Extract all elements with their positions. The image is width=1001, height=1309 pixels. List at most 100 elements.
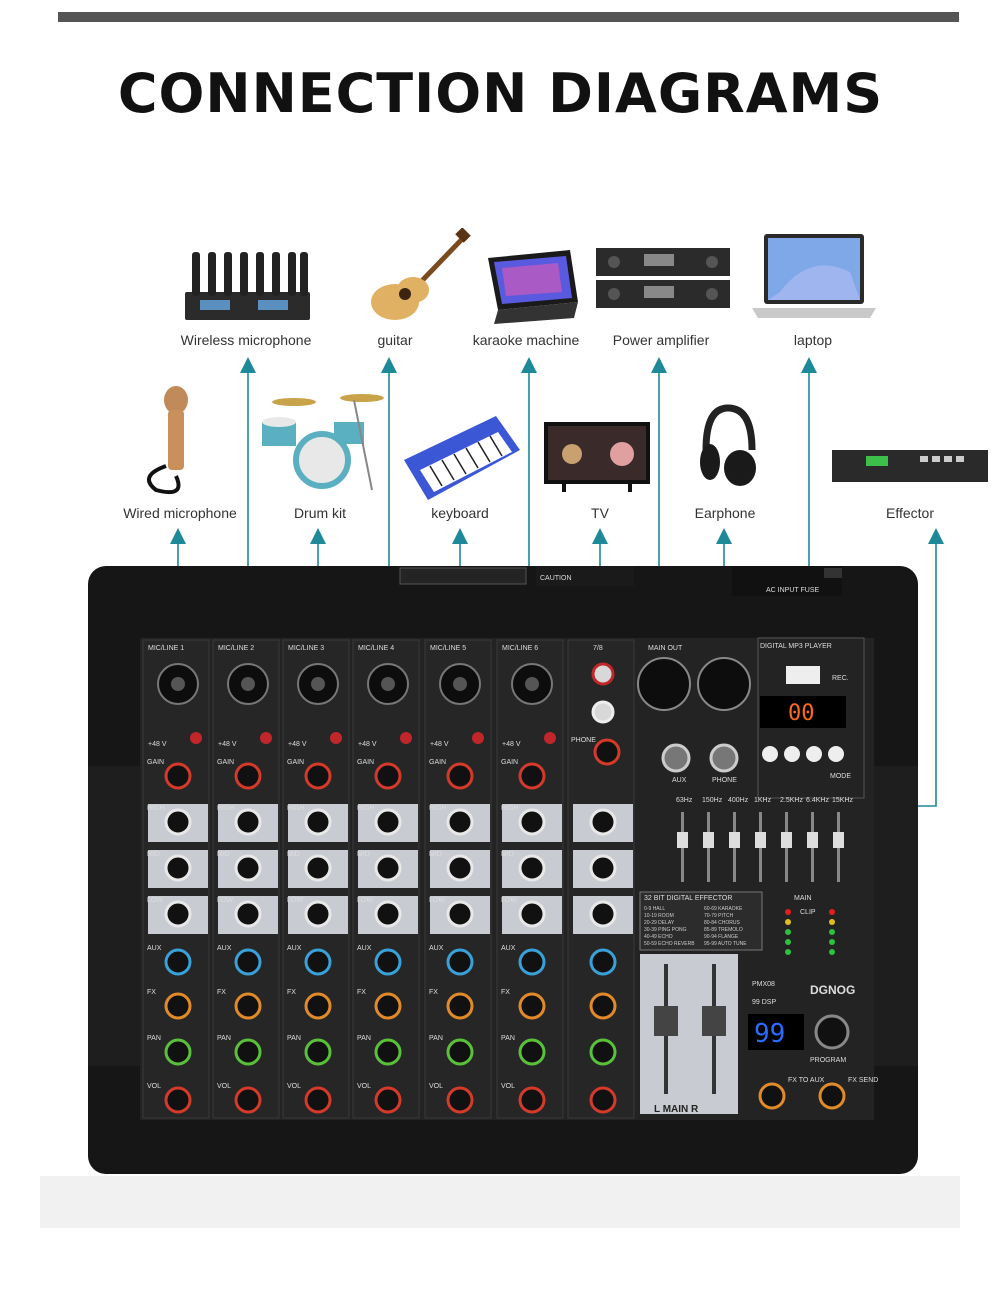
knob-low[interactable] xyxy=(166,902,190,926)
phantom-switch[interactable] xyxy=(260,732,272,744)
knob-vol[interactable] xyxy=(448,1088,472,1112)
phone-knob[interactable] xyxy=(595,740,619,764)
knob-fx[interactable] xyxy=(448,994,472,1018)
phantom-label: +48 V xyxy=(358,741,377,748)
phantom-switch[interactable] xyxy=(400,732,412,744)
knob-fx[interactable] xyxy=(306,994,330,1018)
knob-gain[interactable] xyxy=(166,764,190,788)
knob-mid[interactable] xyxy=(306,856,330,880)
phantom-label: +48 V xyxy=(218,741,237,748)
knob-low[interactable] xyxy=(376,902,400,926)
knob-78-high[interactable] xyxy=(591,810,615,834)
knob-gain[interactable] xyxy=(448,764,472,788)
knob-gain[interactable] xyxy=(306,764,330,788)
phantom-switch[interactable] xyxy=(472,732,484,744)
knob-label-vol: VOL xyxy=(287,1083,301,1090)
phone-jack[interactable] xyxy=(711,745,737,771)
phantom-switch[interactable] xyxy=(544,732,556,744)
eq-slider[interactable] xyxy=(833,832,844,848)
knob-vol[interactable] xyxy=(520,1088,544,1112)
knob-high[interactable] xyxy=(236,810,260,834)
knob-78-mid[interactable] xyxy=(591,856,615,880)
knob-label-aux: AUX xyxy=(357,945,372,952)
drum-kit-icon xyxy=(254,380,389,500)
knob-pan[interactable] xyxy=(306,1040,330,1064)
program-knob[interactable] xyxy=(816,1016,848,1048)
effect-preset: 70-79 PITCH xyxy=(704,913,734,919)
effector-icon xyxy=(830,446,990,491)
knob-aux[interactable] xyxy=(166,950,190,974)
mp3-button-2[interactable] xyxy=(806,746,822,762)
knob-vol[interactable] xyxy=(306,1088,330,1112)
knob-low[interactable] xyxy=(448,902,472,926)
knob-mid[interactable] xyxy=(236,856,260,880)
rca-left[interactable] xyxy=(593,664,613,684)
main-out-left-xlr[interactable] xyxy=(638,658,690,710)
mixer: CAUTION AC INPUT FUSE MIC/LINE 1+48 VGAI… xyxy=(88,566,918,1174)
knob-low[interactable] xyxy=(236,902,260,926)
label-amp: Power amplifier xyxy=(581,332,741,348)
knob-vol[interactable] xyxy=(236,1088,260,1112)
mp3-button-1[interactable] xyxy=(784,746,800,762)
channel-label: MIC/LINE 6 xyxy=(502,645,538,652)
knob-gain[interactable] xyxy=(236,764,260,788)
knob-78-pan[interactable] xyxy=(591,1040,615,1064)
knob-aux[interactable] xyxy=(376,950,400,974)
knob-mid[interactable] xyxy=(448,856,472,880)
knob-vol[interactable] xyxy=(166,1088,190,1112)
mp3-button-0[interactable] xyxy=(762,746,778,762)
fx-to-aux-knob[interactable] xyxy=(760,1084,784,1108)
mp3-button-3[interactable] xyxy=(828,746,844,762)
knob-label-vol: VOL xyxy=(147,1083,161,1090)
knob-vol[interactable] xyxy=(376,1088,400,1112)
knob-high[interactable] xyxy=(166,810,190,834)
knob-aux[interactable] xyxy=(306,950,330,974)
phantom-switch[interactable] xyxy=(330,732,342,744)
eq-slider[interactable] xyxy=(781,832,792,848)
knob-pan[interactable] xyxy=(236,1040,260,1064)
knob-high[interactable] xyxy=(306,810,330,834)
eq-slider[interactable] xyxy=(703,832,714,848)
fx-send-knob[interactable] xyxy=(820,1084,844,1108)
knob-aux[interactable] xyxy=(236,950,260,974)
knob-gain[interactable] xyxy=(376,764,400,788)
knob-pan[interactable] xyxy=(448,1040,472,1064)
knob-mid[interactable] xyxy=(376,856,400,880)
knob-78-aux[interactable] xyxy=(591,950,615,974)
main-out-right-xlr[interactable] xyxy=(698,658,750,710)
effect-preset: 80-84 CHORUS xyxy=(704,920,741,926)
knob-gain[interactable] xyxy=(520,764,544,788)
main-fader-right[interactable] xyxy=(702,1006,726,1036)
knob-low[interactable] xyxy=(520,902,544,926)
knob-high[interactable] xyxy=(376,810,400,834)
knob-label-high: HIGH xyxy=(357,805,375,812)
knob-mid[interactable] xyxy=(520,856,544,880)
knob-78-vol[interactable] xyxy=(591,1088,615,1112)
knob-fx[interactable] xyxy=(236,994,260,1018)
knob-aux[interactable] xyxy=(520,950,544,974)
knob-high[interactable] xyxy=(448,810,472,834)
knob-78-fx[interactable] xyxy=(591,994,615,1018)
eq-slider[interactable] xyxy=(807,832,818,848)
knob-mid[interactable] xyxy=(166,856,190,880)
knob-fx[interactable] xyxy=(520,994,544,1018)
knob-pan[interactable] xyxy=(166,1040,190,1064)
knob-label-gain: GAIN xyxy=(429,759,446,766)
aux-jack[interactable] xyxy=(663,745,689,771)
knob-aux[interactable] xyxy=(448,950,472,974)
eq-slider[interactable] xyxy=(755,832,766,848)
eq-slider[interactable] xyxy=(677,832,688,848)
knob-fx[interactable] xyxy=(376,994,400,1018)
phantom-switch[interactable] xyxy=(190,732,202,744)
usb-port[interactable] xyxy=(786,666,820,684)
eq-slider[interactable] xyxy=(729,832,740,848)
meter-led-right xyxy=(829,929,835,935)
knob-pan[interactable] xyxy=(376,1040,400,1064)
rca-right[interactable] xyxy=(593,702,613,722)
knob-fx[interactable] xyxy=(166,994,190,1018)
knob-pan[interactable] xyxy=(520,1040,544,1064)
knob-78-low[interactable] xyxy=(591,902,615,926)
main-fader-left[interactable] xyxy=(654,1006,678,1036)
knob-high[interactable] xyxy=(520,810,544,834)
knob-low[interactable] xyxy=(306,902,330,926)
